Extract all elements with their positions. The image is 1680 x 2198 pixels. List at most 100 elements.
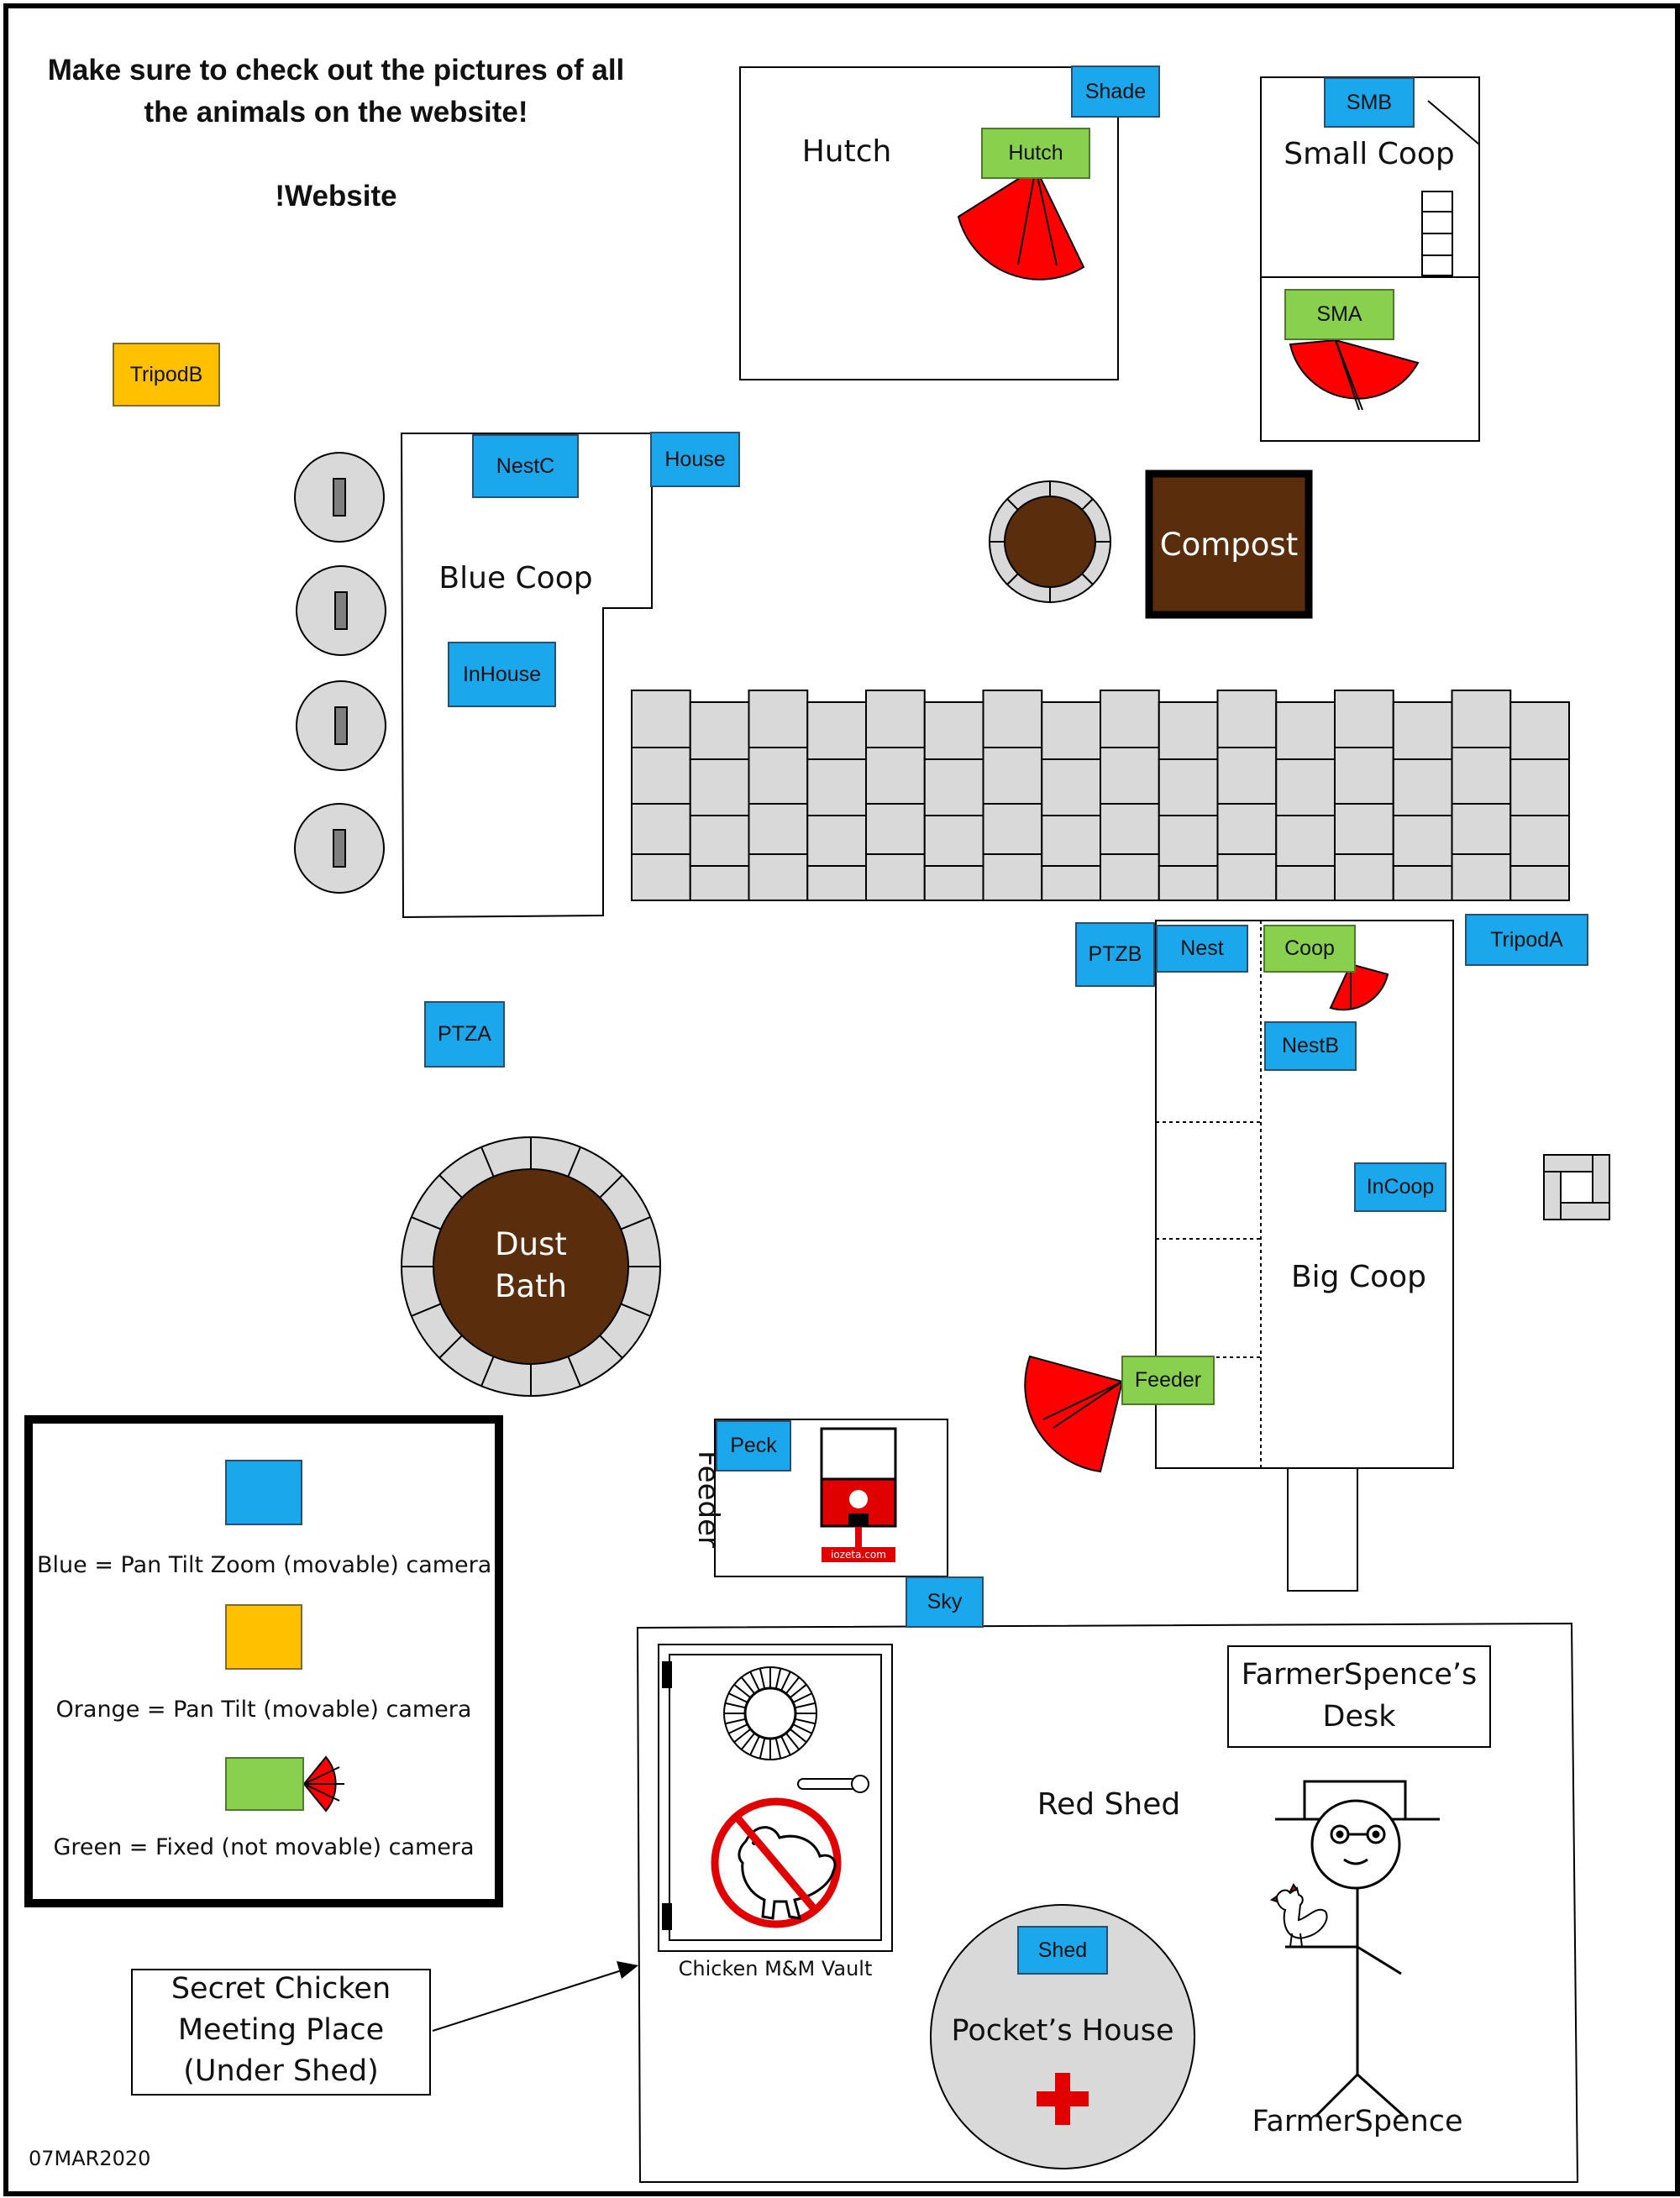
coop-fov-wedge <box>1329 963 1389 1011</box>
camera-shade[interactable]: Shade <box>1071 66 1160 118</box>
camera-ptzb[interactable]: PTZB <box>1075 922 1155 987</box>
date-stamp: 07MAR2020 <box>29 2147 151 2170</box>
vault-dial-tick <box>795 1718 816 1725</box>
paver <box>1041 701 1101 760</box>
camera-nest[interactable]: Nest <box>1156 925 1248 973</box>
big-coop-ramp <box>1287 1467 1358 1592</box>
stone-block <box>1543 1154 1610 1220</box>
paver <box>689 815 750 867</box>
camera-nestc[interactable]: NestC <box>472 434 579 498</box>
arrow-icon <box>432 1961 638 2032</box>
vault-label: Chicken M&M Vault <box>678 1957 873 1980</box>
vault-dial-tick <box>795 1702 816 1709</box>
camera-tripodb[interactable]: TripodB <box>113 343 220 407</box>
pockets-house-label: Pocket’s House <box>951 2014 1174 2048</box>
camera-incoop[interactable]: InCoop <box>1354 1162 1446 1212</box>
camera-smb[interactable]: SMB <box>1324 77 1415 128</box>
paver <box>1392 865 1453 901</box>
dust-bath <box>401 1136 661 1397</box>
feeder-brand-label: iozeta.com <box>831 1549 886 1561</box>
camera-peck[interactable]: Peck <box>716 1420 791 1471</box>
farmer-label: FarmerSpence <box>1252 2105 1463 2138</box>
paver <box>1158 815 1219 867</box>
paver <box>1509 815 1570 867</box>
dust-bath-stone-joint <box>480 1146 495 1178</box>
camera-sky[interactable]: Sky <box>906 1576 984 1628</box>
secret-label-2: Meeting Place <box>177 2013 385 2047</box>
paver <box>1334 853 1394 901</box>
vault-dial-tick <box>749 1671 760 1692</box>
paver <box>806 865 867 901</box>
dust-bath-stone-joint <box>567 1356 581 1387</box>
paver <box>1275 758 1336 816</box>
paver <box>865 803 926 855</box>
paver <box>1509 758 1570 816</box>
paver <box>1100 690 1160 748</box>
secret-label-1: Secret Chicken <box>171 1972 391 2006</box>
vault-dial-tick <box>725 1718 746 1725</box>
paver <box>631 803 691 855</box>
camera-ptza[interactable]: PTZA <box>424 1001 505 1068</box>
paver <box>1451 690 1512 748</box>
camera-hutch[interactable]: Hutch <box>981 128 1090 179</box>
rooster-icon <box>1269 1883 1328 1948</box>
paver <box>1392 815 1453 867</box>
camera-sma[interactable]: SMA <box>1284 289 1394 340</box>
paver <box>806 758 867 816</box>
vault-dial-tick <box>728 1692 748 1703</box>
dust-bath-stone-joint <box>411 1303 442 1317</box>
feeder-dispenser <box>820 1427 897 1562</box>
camera-house[interactable]: House <box>650 432 740 487</box>
dust-bath-stone-joint <box>599 1174 623 1199</box>
desk-label-2: Desk <box>1322 1700 1396 1734</box>
camera-nestb[interactable]: NestB <box>1264 1021 1357 1071</box>
camera-feeder[interactable]: Feeder <box>1121 1356 1215 1405</box>
vault-dial-tick <box>725 1702 746 1709</box>
stone-pit <box>989 480 1111 603</box>
dust-bath-stone-joint <box>567 1146 581 1178</box>
paver <box>631 853 691 901</box>
vault-dial-tick <box>785 1732 801 1750</box>
stepping-stones <box>294 452 386 894</box>
desk-label-1: FarmerSpence’s <box>1241 1658 1478 1692</box>
paver <box>1216 853 1278 901</box>
legend-green-text: Green = Fixed (not movable) camera <box>53 1834 475 1860</box>
paver <box>1392 701 1453 760</box>
website-link[interactable]: !Website <box>275 180 397 212</box>
vault-dial-tick <box>733 1728 752 1744</box>
dust-bath-label-1: Dust <box>495 1226 567 1262</box>
dust-bath-stone-joint <box>599 1335 623 1359</box>
camera-tripoda[interactable]: TripodA <box>1465 914 1588 966</box>
compost-bin <box>1145 470 1313 619</box>
paver <box>1275 865 1336 901</box>
vault-dial-tick <box>792 1692 812 1703</box>
vault-dial-tick <box>759 1738 766 1759</box>
dust-bath-stone-joint <box>438 1335 463 1359</box>
paver <box>748 803 809 855</box>
paver <box>865 853 926 901</box>
red-shed-label: Red Shed <box>1037 1787 1181 1822</box>
vault-dial-tick <box>740 1676 756 1695</box>
paver <box>748 690 809 748</box>
paver <box>689 865 750 901</box>
dust-bath-stone-joint <box>620 1216 651 1230</box>
paver <box>982 853 1043 901</box>
vault-dial-tick <box>780 1735 791 1755</box>
vault-dial-tick <box>785 1676 801 1695</box>
vault-dial-tick <box>792 1723 812 1734</box>
legend-orange-text: Orange = Pan Tilt (movable) camera <box>55 1697 472 1723</box>
camera-inhouse[interactable]: InHouse <box>448 642 556 707</box>
paver <box>1275 815 1336 867</box>
legend-blue-text: Blue = Pan Tilt Zoom (movable) camera <box>37 1552 492 1578</box>
vault-dial-tick <box>740 1732 756 1750</box>
camera-shed[interactable]: Shed <box>1017 1926 1108 1975</box>
farmer-figure-icon <box>1275 1780 1440 2118</box>
paver <box>1158 758 1219 816</box>
camera-coop[interactable]: Coop <box>1263 925 1356 973</box>
paver <box>1392 758 1453 816</box>
paver <box>1451 853 1512 901</box>
paver <box>982 690 1043 748</box>
paver-patio <box>631 690 1570 901</box>
paver <box>923 865 984 901</box>
